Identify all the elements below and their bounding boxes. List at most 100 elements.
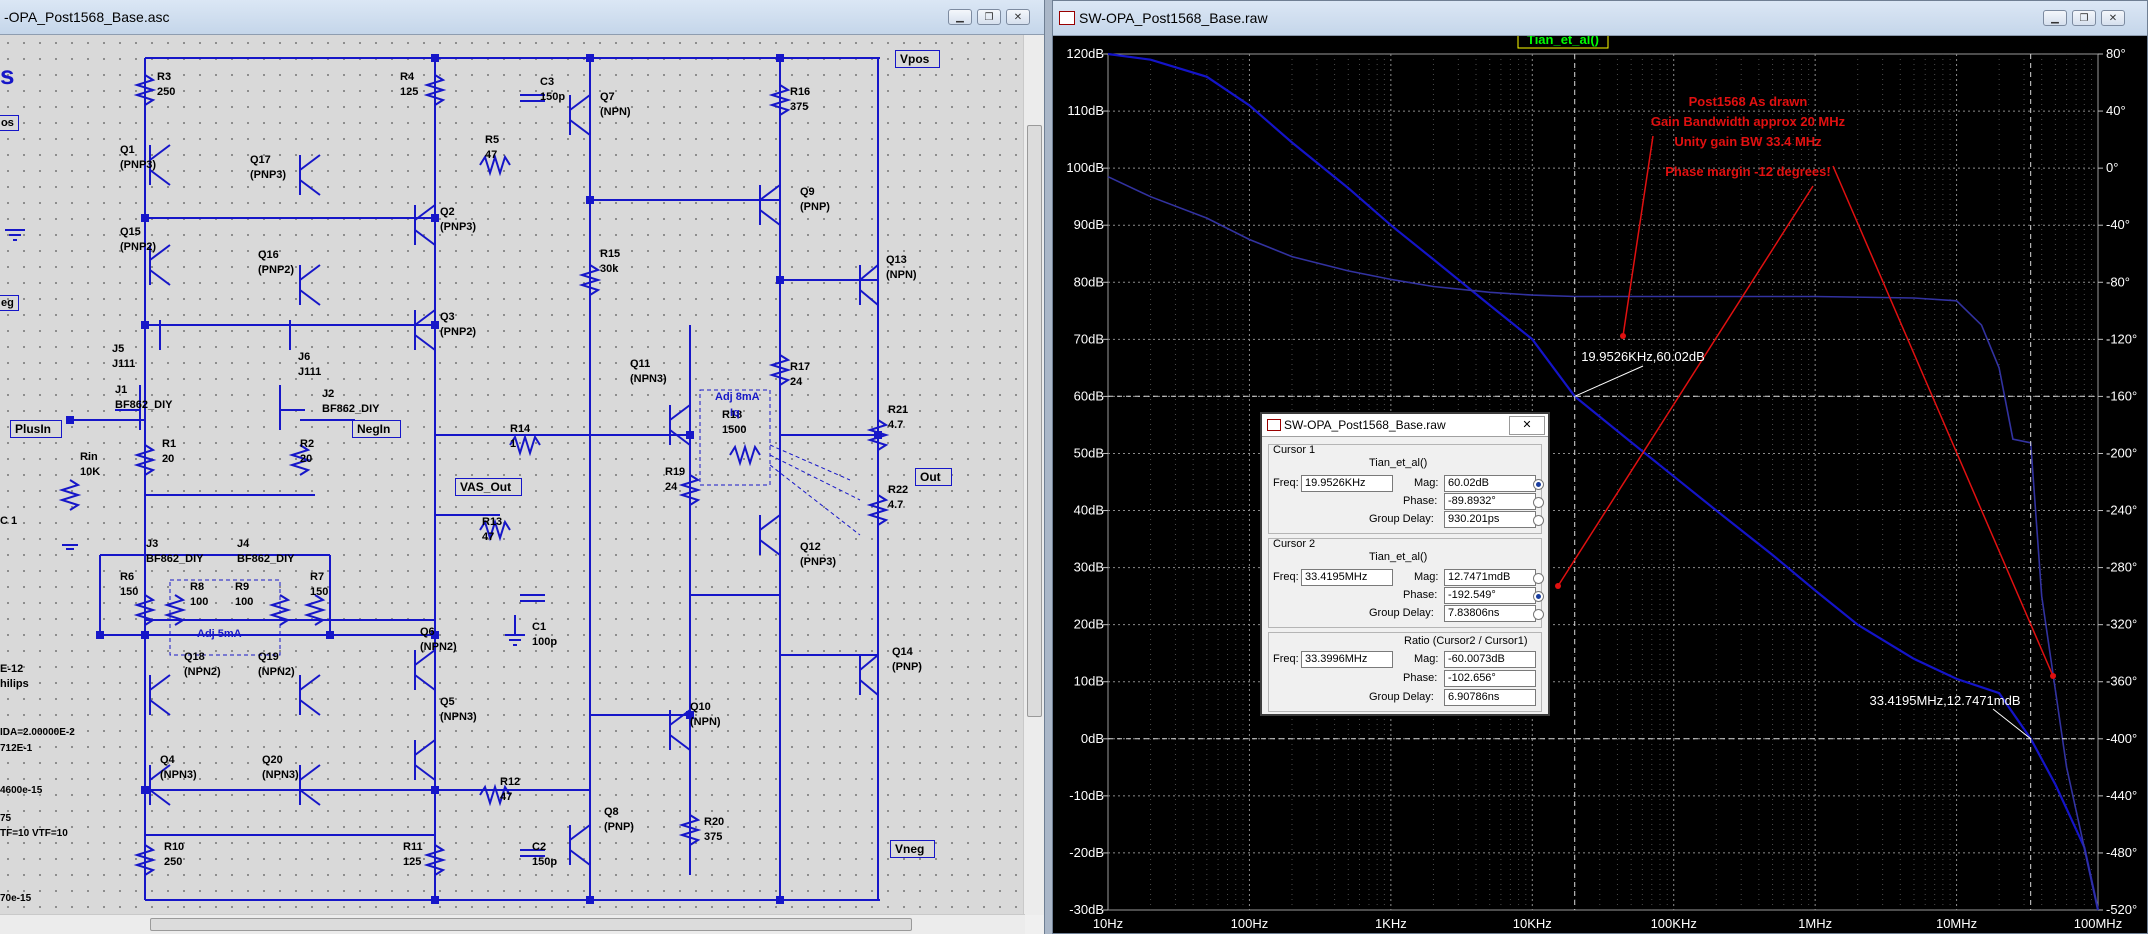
component-value-r16: 375 bbox=[790, 101, 808, 113]
bode-plot[interactable]: 120dB110dB100dB90dB80dB70dB60dB50dB40dB3… bbox=[1053, 36, 2147, 934]
schematic-vertical-scroll-thumb[interactable] bbox=[1027, 125, 1042, 717]
y-right-tick-label: -200° bbox=[2106, 445, 2137, 460]
y-right-tick-label: 40° bbox=[2106, 103, 2126, 118]
component-ref-r14: R14 bbox=[510, 423, 531, 435]
cursor2-readout-tag: 33.4195MHz,12.7471mdB bbox=[1869, 693, 2020, 708]
cursor2-mag-radio[interactable] bbox=[1533, 573, 1544, 584]
cursor1-freq-field[interactable]: 19.9526KHz bbox=[1301, 475, 1393, 492]
cursor1-phase-radio[interactable] bbox=[1533, 497, 1544, 508]
net-label-vpos[interactable]: Vpos bbox=[895, 50, 941, 68]
component-value-j1: BF862_DIY bbox=[115, 399, 173, 411]
junction-dots bbox=[66, 54, 882, 904]
close-button[interactable]: ✕ bbox=[1006, 9, 1030, 25]
minimize-button[interactable]: ▁ bbox=[948, 9, 972, 25]
component-ref-q19: Q19 bbox=[258, 651, 279, 663]
y-right-tick-label: -520° bbox=[2106, 902, 2137, 917]
component-ref-q13: Q13 bbox=[886, 254, 907, 266]
y-right-tick-label: 0° bbox=[2106, 160, 2118, 175]
component-value-q16: (PNP2) bbox=[258, 264, 294, 276]
cursor2-gd-radio[interactable] bbox=[1533, 609, 1544, 620]
cursor2-phase-radio[interactable] bbox=[1533, 591, 1544, 602]
x-tick-label: 100MHz bbox=[2074, 916, 2122, 931]
component-value-q11: (NPN3) bbox=[630, 373, 667, 385]
component-ref-r12: R12 bbox=[500, 776, 520, 788]
net-label-out[interactable]: Out bbox=[915, 468, 952, 486]
component-ref-q12: Q12 bbox=[800, 541, 821, 553]
plot-close-button[interactable]: ✕ bbox=[2101, 10, 2125, 26]
schematic-window[interactable]: -OPA_Post1568_Base.asc ▁ ❐ ✕ bbox=[0, 0, 1045, 934]
ratio-mag-label: Mag: bbox=[1414, 653, 1439, 665]
component-ref-q6: Q6 bbox=[420, 626, 435, 638]
net-label-vneg[interactable]: Vneg bbox=[890, 840, 936, 858]
ratio-mag-field[interactable]: -60.0073dB bbox=[1444, 651, 1536, 668]
y-left-tick-label: 20dB bbox=[1074, 617, 1104, 632]
cursor2-freq-field[interactable]: 33.4195MHz bbox=[1301, 569, 1393, 586]
cursor1-trace: Tian_et_al() bbox=[1369, 457, 1428, 469]
plot-traces bbox=[1107, 52, 2100, 911]
ratio-freq-field[interactable]: 33.3996MHz bbox=[1301, 651, 1393, 668]
cursor1-leader bbox=[1574, 365, 1644, 397]
y-left-tick-label: 30dB bbox=[1074, 560, 1104, 575]
component-ref-r18: R18 bbox=[722, 409, 742, 421]
y-left-tick-label: 50dB bbox=[1074, 445, 1104, 460]
component-value-j2: BF862_DIY bbox=[322, 403, 380, 415]
red-annotation: Phase margin -12 degrees! bbox=[1665, 164, 1830, 179]
y-right-tick-label: -480° bbox=[2106, 845, 2137, 860]
component-value-q4: (NPN3) bbox=[160, 769, 197, 781]
cursor2-phase-field[interactable]: -192.549° bbox=[1444, 587, 1536, 604]
plot-restore-button[interactable]: ❐ bbox=[2072, 10, 2096, 26]
restore-button[interactable]: ❐ bbox=[977, 9, 1001, 25]
net-label-negin[interactable]: NegIn bbox=[352, 420, 402, 438]
component-value-j4: BF862_DIY bbox=[237, 553, 295, 565]
dashed-boxes bbox=[169, 389, 861, 656]
adj-5ma-label: Adj 5mA bbox=[197, 628, 242, 640]
component-ref-q11: Q11 bbox=[630, 358, 650, 370]
component-value-r17: 24 bbox=[790, 376, 803, 388]
component-value-r6: 150 bbox=[120, 586, 138, 598]
component-ref-q17: Q17 bbox=[250, 154, 271, 166]
component-value-r4: 125 bbox=[400, 86, 418, 98]
component-value-q5: (NPN3) bbox=[440, 711, 477, 723]
cursor2-mag-field[interactable]: 12.7471mdB bbox=[1444, 569, 1536, 586]
net-label-plusin[interactable]: PlusIn bbox=[10, 420, 63, 438]
cursor1-gd-field[interactable]: 930.201ps bbox=[1444, 511, 1536, 528]
ratio-gd-field[interactable]: 6.90786ns bbox=[1444, 689, 1536, 706]
component-ref-r1: R1 bbox=[162, 438, 176, 450]
y-right-tick-label: -80° bbox=[2106, 274, 2130, 289]
cursor1-mag-radio[interactable] bbox=[1533, 479, 1544, 490]
cursor-dialog[interactable]: SW-OPA_Post1568_Base.raw ✕ Cursor 1 Tian… bbox=[1260, 412, 1550, 716]
component-value-r19: 24 bbox=[665, 481, 678, 493]
waveform-app-icon bbox=[1059, 11, 1075, 25]
component-ref-c1: C1 bbox=[532, 621, 546, 633]
component-value-q6: (NPN2) bbox=[420, 641, 457, 653]
component-ref-q16: Q16 bbox=[258, 249, 279, 261]
component-value-c3: 150p bbox=[540, 91, 565, 103]
component-ref-r4: R4 bbox=[400, 71, 415, 83]
cursor2-gd-field[interactable]: 7.83806ns bbox=[1444, 605, 1536, 622]
schematic-vertical-scrollbar[interactable] bbox=[1023, 35, 1044, 915]
cursor1-mag-field[interactable]: 60.02dB bbox=[1444, 475, 1536, 492]
y-left-tick-label: 10dB bbox=[1074, 674, 1104, 689]
cursor1-phase-field[interactable]: -89.8932° bbox=[1444, 493, 1536, 510]
component-ref-r9: R9 bbox=[235, 581, 249, 593]
component-ref-j2: J2 bbox=[322, 388, 334, 400]
component-value-q10: (NPN) bbox=[690, 716, 721, 728]
plot-titlebar: SW-OPA_Post1568_Base.raw ▁ ❐ ✕ bbox=[1053, 1, 2147, 36]
schematic-drawing: R3250R4125C3150pQ7(NPN)R16375R547Q1(PNP3… bbox=[5, 54, 922, 904]
phase-trace bbox=[1107, 175, 2099, 911]
component-value-j5: J111 bbox=[112, 358, 135, 370]
cursor-dialog-close-button[interactable]: ✕ bbox=[1509, 416, 1545, 435]
ratio-phase-field[interactable]: -102.656° bbox=[1444, 670, 1536, 687]
y-left-tick-label: 0dB bbox=[1081, 731, 1104, 746]
component-ref-r7: R7 bbox=[310, 571, 324, 583]
x-tick-label: 10KHz bbox=[1513, 916, 1552, 931]
cursor1-gd-radio[interactable] bbox=[1533, 515, 1544, 526]
y-left-tick-label: -30dB bbox=[1069, 902, 1104, 917]
schematic-horizontal-scroll-thumb[interactable] bbox=[150, 918, 912, 931]
net-label-vas-out[interactable]: VAS_Out bbox=[455, 478, 523, 496]
schematic-horizontal-scrollbar[interactable] bbox=[0, 914, 1025, 934]
plot-minimize-button[interactable]: ▁ bbox=[2043, 10, 2067, 26]
